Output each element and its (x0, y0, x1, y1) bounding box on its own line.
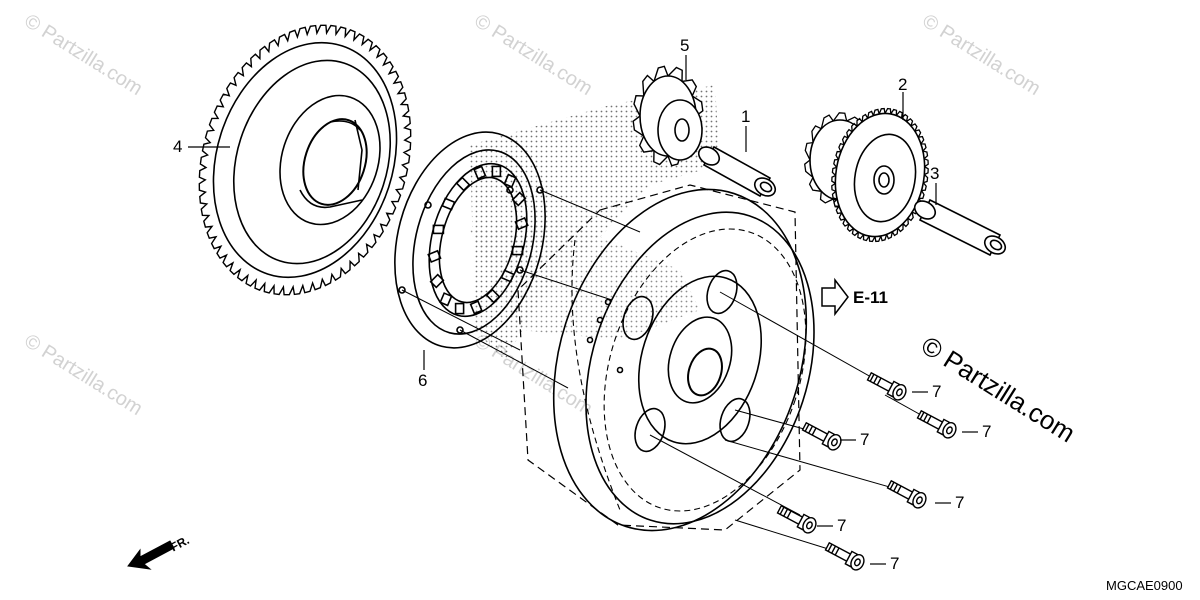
callout-leaders (188, 55, 978, 565)
idle-gear-icon (632, 65, 704, 167)
callout-7: 7 (932, 382, 942, 401)
pin-icon (697, 145, 777, 198)
callout-7: 7 (860, 430, 870, 449)
one-way-clutch-icon (394, 131, 546, 349)
callout-6: 6 (418, 371, 428, 390)
driven-gear-icon (198, 24, 412, 296)
callout-3: 3 (930, 164, 940, 183)
front-direction-arrow-icon (127, 540, 175, 570)
bolt-icon (886, 479, 927, 509)
diagram-code: MGCAE0900 (1106, 578, 1183, 593)
bolt-group (776, 371, 957, 571)
callout-7: 7 (982, 422, 992, 441)
pin-icon (913, 198, 1007, 257)
callout-7: 7 (837, 516, 847, 535)
callout-5: 5 (680, 36, 690, 55)
reduction-gear-icon (804, 107, 929, 243)
callout-2: 2 (898, 75, 908, 94)
callout-7: 7 (890, 554, 900, 573)
callout-7: 7 (955, 493, 965, 512)
reference-arrow-icon (821, 277, 849, 317)
bolt-icon (824, 541, 865, 571)
bolt-icon (916, 409, 957, 439)
bolt-icon (776, 504, 817, 534)
bolt-icon (801, 421, 842, 451)
bolt-icon (866, 371, 907, 401)
flywheel-rotor (517, 184, 815, 532)
reference-label: E-11 (853, 288, 888, 307)
callout-4: 4 (173, 137, 183, 156)
assembly-guide-lines (401, 189, 931, 553)
callout-1: 1 (741, 107, 751, 126)
